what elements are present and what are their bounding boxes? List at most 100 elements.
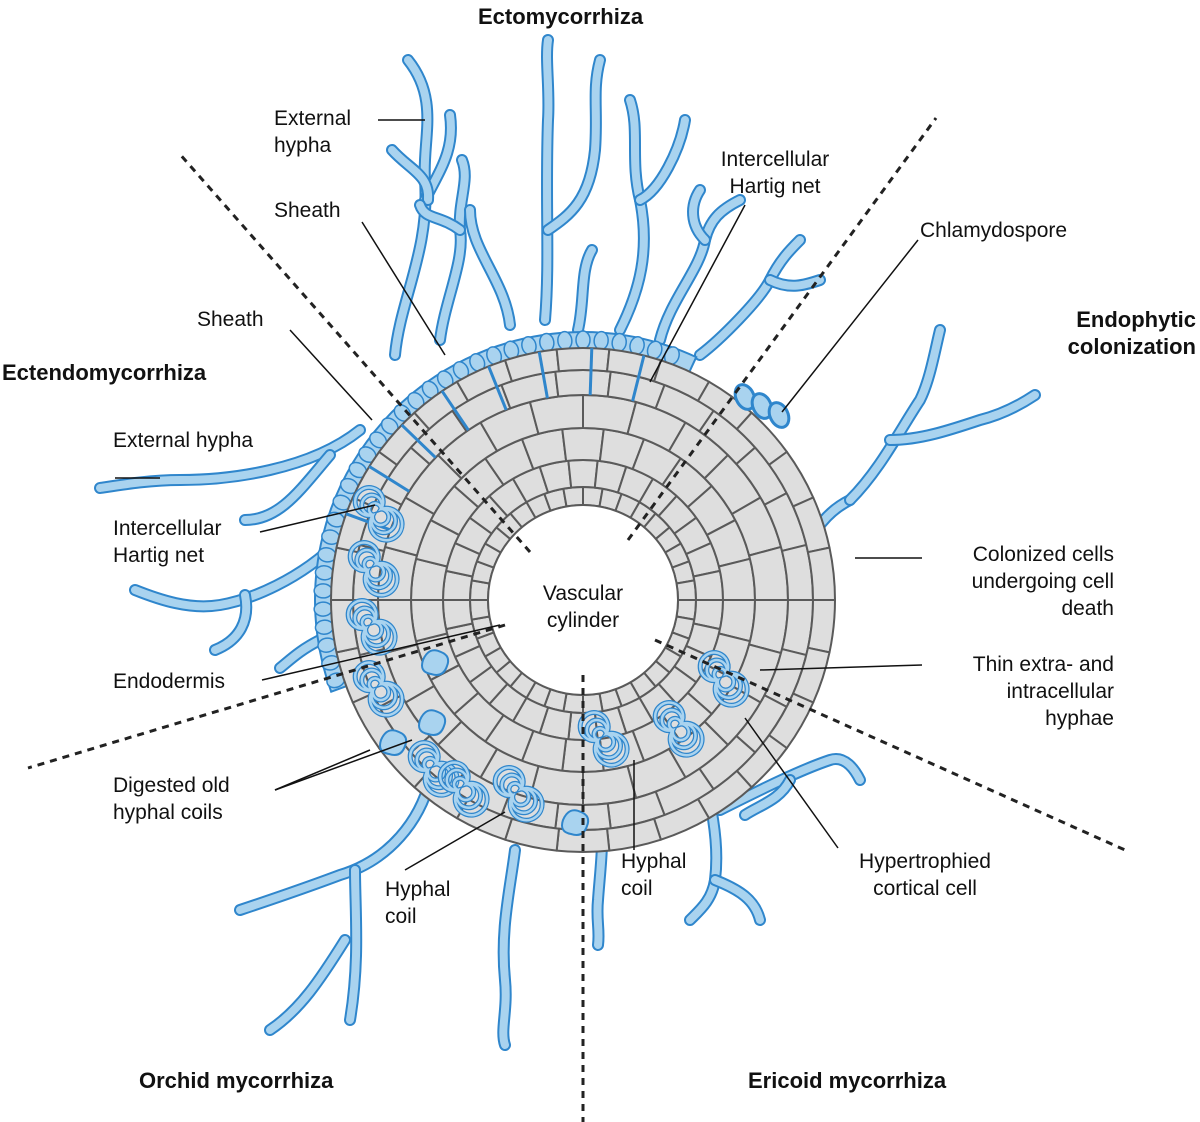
digested-coil <box>418 709 447 736</box>
label-digested-hyphal-coils: Digested old hyphal coils <box>113 774 230 824</box>
label-thin-hyphae: Thin extra- and intracellular hyphae <box>972 653 1114 730</box>
sheath-cell <box>575 330 591 350</box>
hypha-fill <box>716 755 864 814</box>
hypha-fill <box>544 56 604 234</box>
root-cortex-cells <box>313 330 836 854</box>
hypha-fill <box>846 326 944 504</box>
sheath-cell <box>557 330 573 351</box>
cortex-cell <box>442 599 474 631</box>
cortex-cell <box>410 599 449 643</box>
leader-line <box>289 329 373 421</box>
hypha-fill <box>388 146 433 204</box>
label-vascular-cylinder: Vascular cylinder <box>542 582 624 632</box>
cortex-cell <box>554 369 612 398</box>
leader-line <box>744 717 839 849</box>
hypha-fill <box>766 276 824 290</box>
hypha-fill <box>236 776 434 914</box>
hartig-net-segment <box>487 365 508 411</box>
hypha-fill <box>346 866 361 1024</box>
hartig-net-segment <box>537 351 549 399</box>
leader-line <box>404 811 506 871</box>
label-external-hypha-top: External hypha <box>274 107 352 157</box>
cortex-cell <box>555 346 611 373</box>
label-intercellular-hartig-net-top: Intercellular Hartig net <box>720 148 830 198</box>
hyphal-coil-fill <box>578 711 629 767</box>
hyphal-coil-fill <box>493 766 544 822</box>
hypha-fill <box>499 846 519 1049</box>
sector-dividers <box>27 117 1126 1122</box>
hyphal-coil-fill <box>348 541 399 597</box>
hyphal-coil-fill <box>438 761 489 817</box>
hypha-fill <box>276 636 324 672</box>
label-endodermis: Endodermis <box>113 670 226 693</box>
region-ericoid-mycorrhiza: Ericoid mycorrhiza <box>748 1068 947 1093</box>
hypha-fill <box>131 536 344 611</box>
hartig-net-segment <box>588 348 594 396</box>
hypha-fill <box>696 236 804 359</box>
chlamydospore <box>733 383 757 411</box>
leader-line <box>781 239 919 413</box>
leader-line <box>261 624 501 681</box>
cortex-cell <box>717 557 756 601</box>
region-endophytic-colonization: Endophytic colonization <box>1067 307 1196 359</box>
sheath-cell <box>593 330 609 351</box>
hypha-fill <box>211 591 251 654</box>
hyphal-coil-fill <box>653 701 704 757</box>
sector-divider <box>27 623 506 770</box>
hyphal-coil-fill <box>346 599 397 655</box>
hypha-fill <box>689 186 709 244</box>
hypha-fill <box>886 391 1039 444</box>
cortex-cell <box>692 569 724 601</box>
leader-line <box>361 221 446 356</box>
hypha-fill <box>574 246 596 334</box>
cortex-cell <box>567 459 599 489</box>
cortex-cell <box>806 599 836 654</box>
hartig-net-segment <box>368 465 410 493</box>
cortex-cell <box>806 546 836 601</box>
leader-line <box>274 739 413 791</box>
cortex-cell <box>562 486 584 508</box>
sector-divider <box>176 151 532 553</box>
hyphal-coil-fill <box>353 661 404 717</box>
region-ectendomycorrhiza: Ectendomycorrhiza <box>2 360 207 385</box>
label-intercellular-hartig-net-left: Intercellular Hartig net <box>113 517 222 567</box>
leader-line <box>259 504 376 533</box>
sheath-cell <box>313 601 333 617</box>
leader-line <box>759 664 923 671</box>
cortex-cell <box>469 599 491 621</box>
hypha-fill <box>741 776 794 819</box>
label-leader-lines <box>115 119 923 871</box>
cortex-cell <box>330 546 360 601</box>
label-sheath-top: Sheath <box>274 199 341 222</box>
hypha-fill <box>466 206 514 329</box>
leader-line <box>274 749 371 791</box>
region-ectomycorrhiza: Ectomycorrhiza <box>478 4 644 29</box>
label-hyphal-coil-orchid: Hyphal coil <box>385 878 451 928</box>
label-hypertrophied-cortical-cell: Hypertrophied cortical cell <box>859 850 991 900</box>
digested-coil <box>561 809 590 836</box>
hypha-fill <box>711 876 764 924</box>
label-chlamydospore: Chlamydospore <box>920 219 1068 242</box>
region-orchid-mycorrhiza: Orchid mycorrhiza <box>139 1068 334 1093</box>
label-colonized-cells: Colonized cells undergoing cell death <box>971 543 1114 620</box>
hypha-fill <box>96 426 364 492</box>
hartig-net-segment <box>440 390 470 431</box>
leader-line <box>649 204 746 383</box>
hartig-net-segment <box>400 423 437 459</box>
hypha-fill <box>636 116 689 204</box>
chlamydospore <box>750 392 774 420</box>
fungal-structures <box>345 348 791 836</box>
hypha-fill <box>541 36 553 324</box>
label-external-hypha-left: External hypha <box>113 429 254 452</box>
hypha-outline <box>844 324 946 506</box>
hypha-fill <box>416 201 464 234</box>
hartig-net-segment <box>631 355 646 402</box>
sheath-cell <box>313 583 333 599</box>
hypha-outline <box>634 114 691 206</box>
cortex-cell <box>675 579 697 601</box>
label-sheath-left: Sheath <box>197 308 264 331</box>
digested-coil <box>379 729 408 756</box>
cortex-cell <box>561 427 605 463</box>
hypha-fill <box>436 156 469 344</box>
